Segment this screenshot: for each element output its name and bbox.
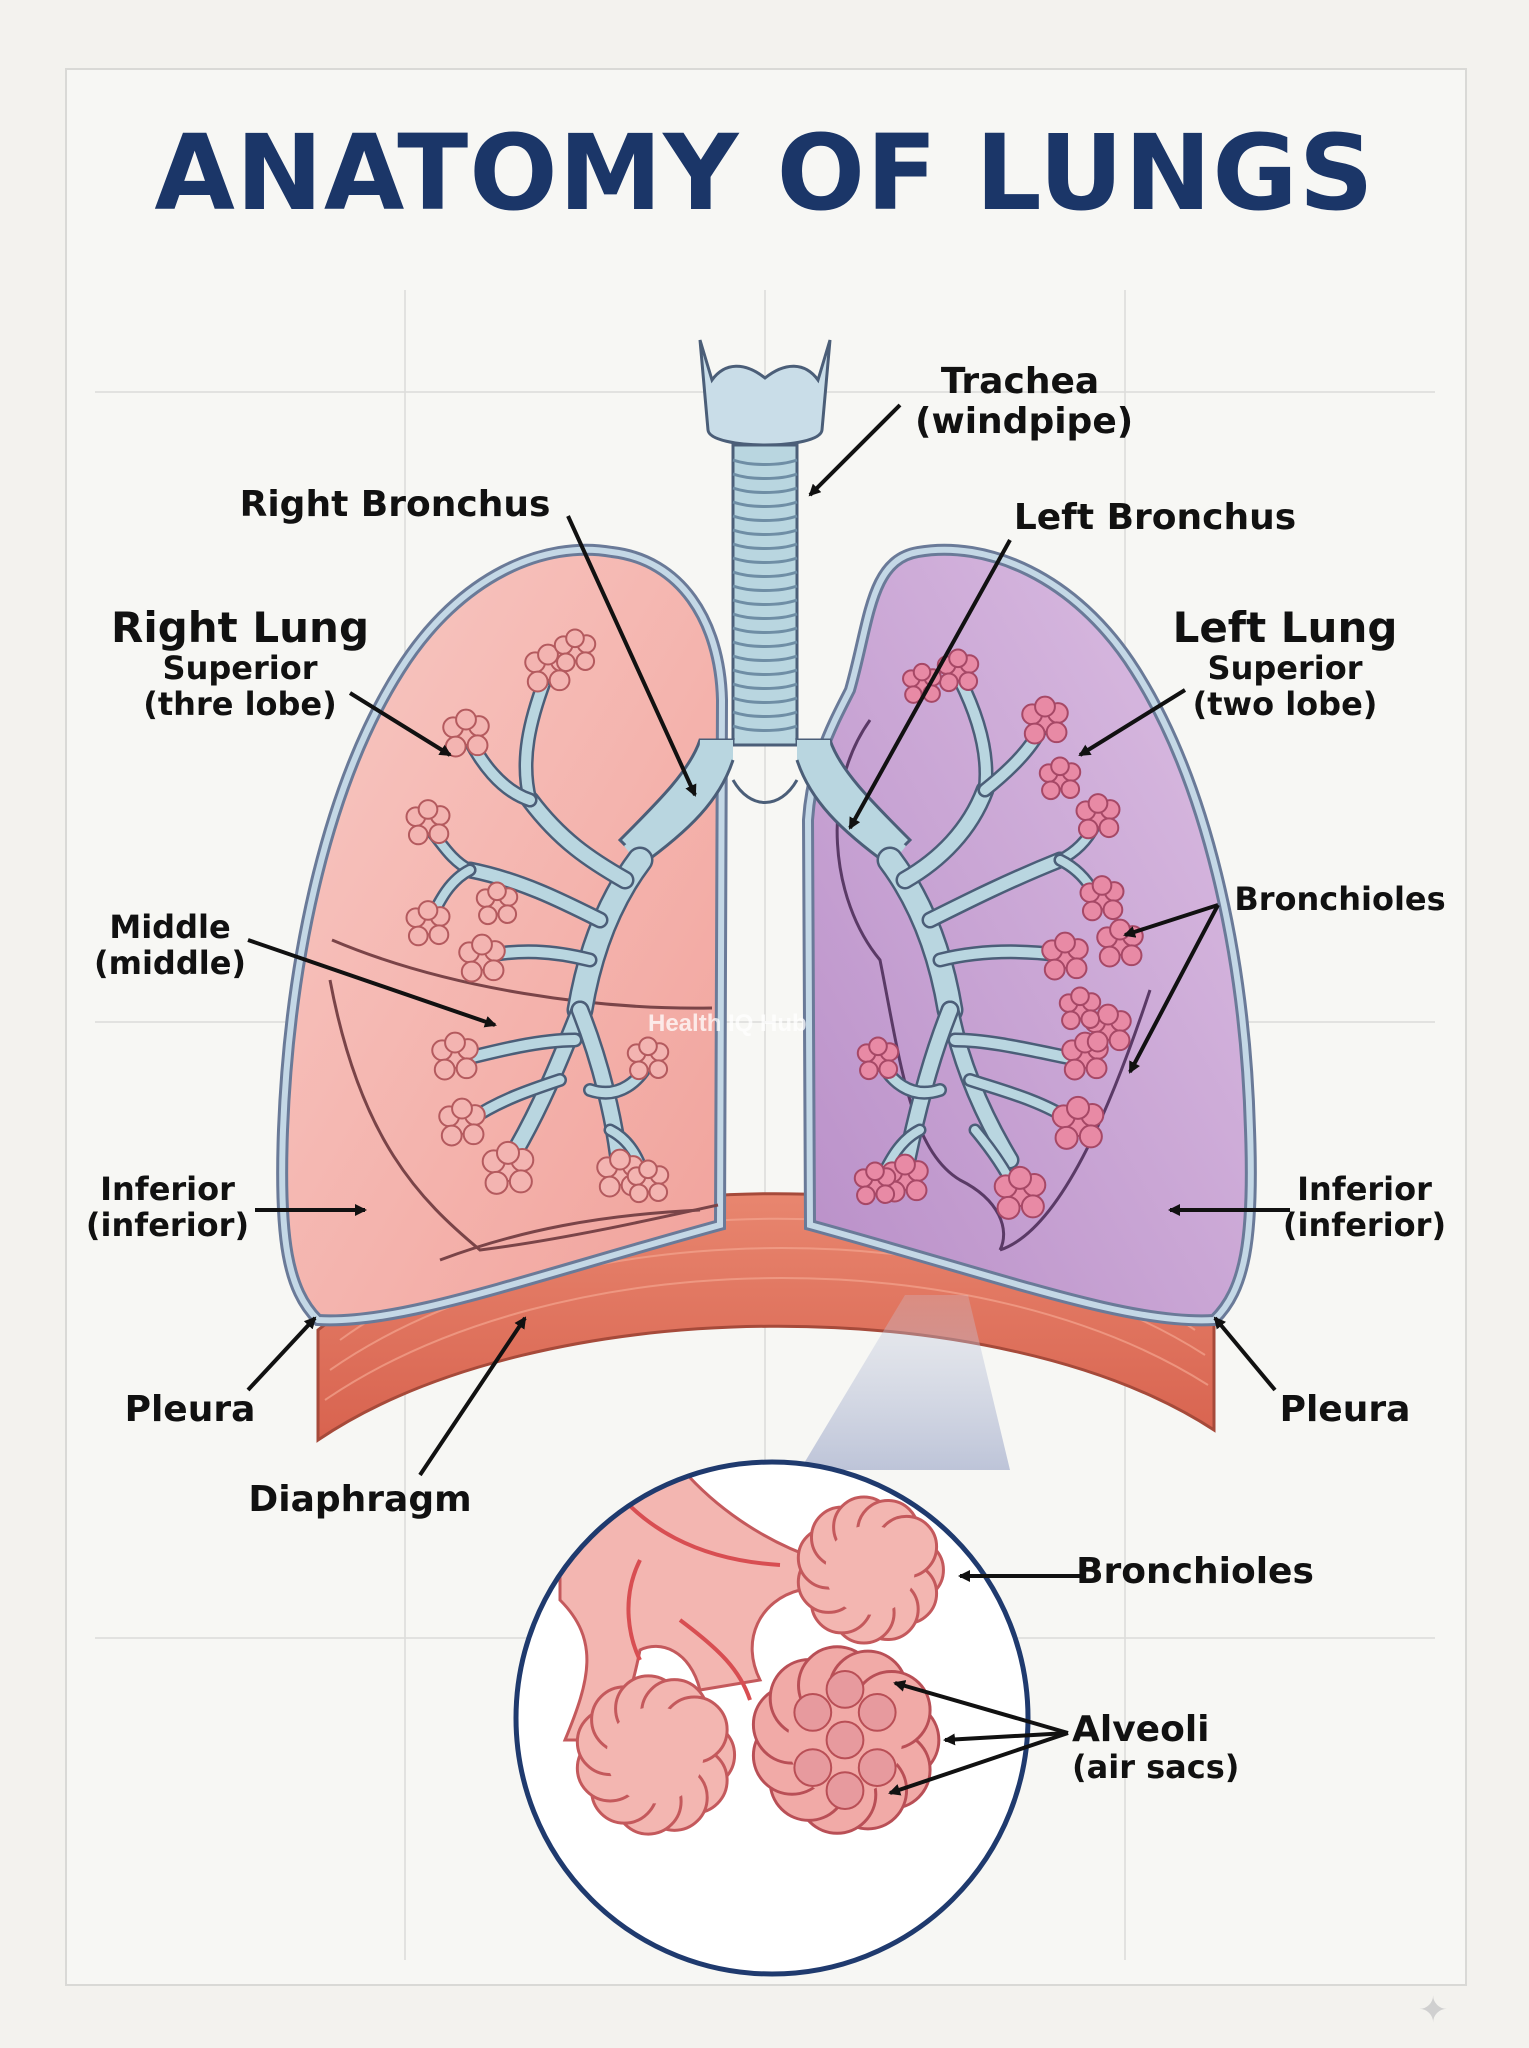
label-alveoli-line2: (air sacs) xyxy=(1072,1748,1240,1787)
label-inferior-right: Inferior (inferior) xyxy=(75,1170,260,1244)
label-right-lung-line1: Superior xyxy=(162,649,318,688)
label-pleura-right: Pleura xyxy=(124,1389,256,1430)
right-bronchial-tree xyxy=(405,628,670,1204)
watermark: Health IQ Hub xyxy=(648,1010,807,1037)
alveolar-cluster xyxy=(431,1031,479,1081)
alveoli-detail xyxy=(513,1459,1031,1977)
alveolar-cluster xyxy=(626,1036,670,1081)
label-right-lung-title: Right Lung xyxy=(110,603,370,652)
alveolar-cluster xyxy=(1079,875,1125,922)
label-left-lung-title: Left Lung xyxy=(1172,603,1398,652)
alveolar-cluster xyxy=(1051,1095,1105,1150)
label-bronchioles-main: Bronchioles xyxy=(1234,880,1446,918)
label-alveoli-line1: Alveoli xyxy=(1072,1709,1210,1750)
trachea xyxy=(617,339,913,868)
label-trachea: Trachea (windpipe) xyxy=(915,361,1134,443)
alveolar-cluster xyxy=(405,799,451,846)
label-right-bronchus: Right Bronchus xyxy=(239,484,551,525)
label-middle-line1: Middle xyxy=(109,908,231,946)
label-left-lung: Left Lung Superior (two lobe) xyxy=(1165,604,1405,723)
label-alveoli: Alveoli (air sacs) xyxy=(1072,1709,1262,1787)
alveolar-cluster xyxy=(475,881,519,926)
label-left-lung-line1: Superior xyxy=(1207,649,1363,688)
label-inferior-right-line1: Inferior xyxy=(100,1170,235,1208)
label-middle: Middle (middle) xyxy=(80,908,260,982)
alveolar-cluster xyxy=(993,1165,1047,1220)
alveolar-cluster xyxy=(405,900,451,947)
label-trachea-line1: Trachea xyxy=(940,361,1100,402)
alveolar-cluster xyxy=(1075,793,1121,840)
label-bronchioles-detail: Bronchioles xyxy=(1076,1551,1314,1592)
alveolar-cluster xyxy=(1041,931,1089,981)
alveolar-cluster xyxy=(458,933,506,983)
leader-arrows xyxy=(246,403,1290,1796)
alveolar-cluster xyxy=(856,1036,900,1081)
label-pleura-left: Pleura xyxy=(1279,1389,1411,1430)
alveolar-cluster xyxy=(936,648,980,693)
alveolar-cluster xyxy=(442,708,490,758)
label-diaphragm: Diaphragm xyxy=(248,1479,472,1520)
label-right-lung: Right Lung Superior (thre lobe) xyxy=(110,604,370,723)
alveolar-cluster xyxy=(481,1140,535,1195)
alveolar-cluster xyxy=(553,628,597,673)
alveolar-cluster xyxy=(853,1161,897,1206)
alveolar-cluster xyxy=(438,1097,486,1147)
page-title: ANATOMY OF LUNGS xyxy=(154,112,1375,234)
left-bronchial-tree xyxy=(853,648,1144,1220)
label-inferior-left: Inferior (inferior) xyxy=(1272,1170,1457,1244)
label-trachea-line2: (windpipe) xyxy=(915,401,1134,443)
zoom-cone xyxy=(800,1295,1010,1470)
alveolar-cluster xyxy=(626,1159,670,1204)
label-inferior-left-line1: Inferior xyxy=(1297,1170,1432,1208)
label-right-lung-line2: (thre lobe) xyxy=(143,684,337,723)
label-left-bronchus: Left Bronchus xyxy=(1013,497,1297,538)
label-inferior-left-line2: (inferior) xyxy=(1282,1205,1447,1244)
label-left-lung-line2: (two lobe) xyxy=(1192,684,1378,723)
sparkle-icon: ✦ xyxy=(1418,1989,1449,2030)
alveolar-cluster xyxy=(1058,986,1102,1031)
alveolar-cluster xyxy=(1038,756,1082,801)
alveolar-cluster xyxy=(1021,695,1069,745)
label-middle-line2: (middle) xyxy=(93,943,247,982)
label-inferior-right-line2: (inferior) xyxy=(85,1205,250,1244)
